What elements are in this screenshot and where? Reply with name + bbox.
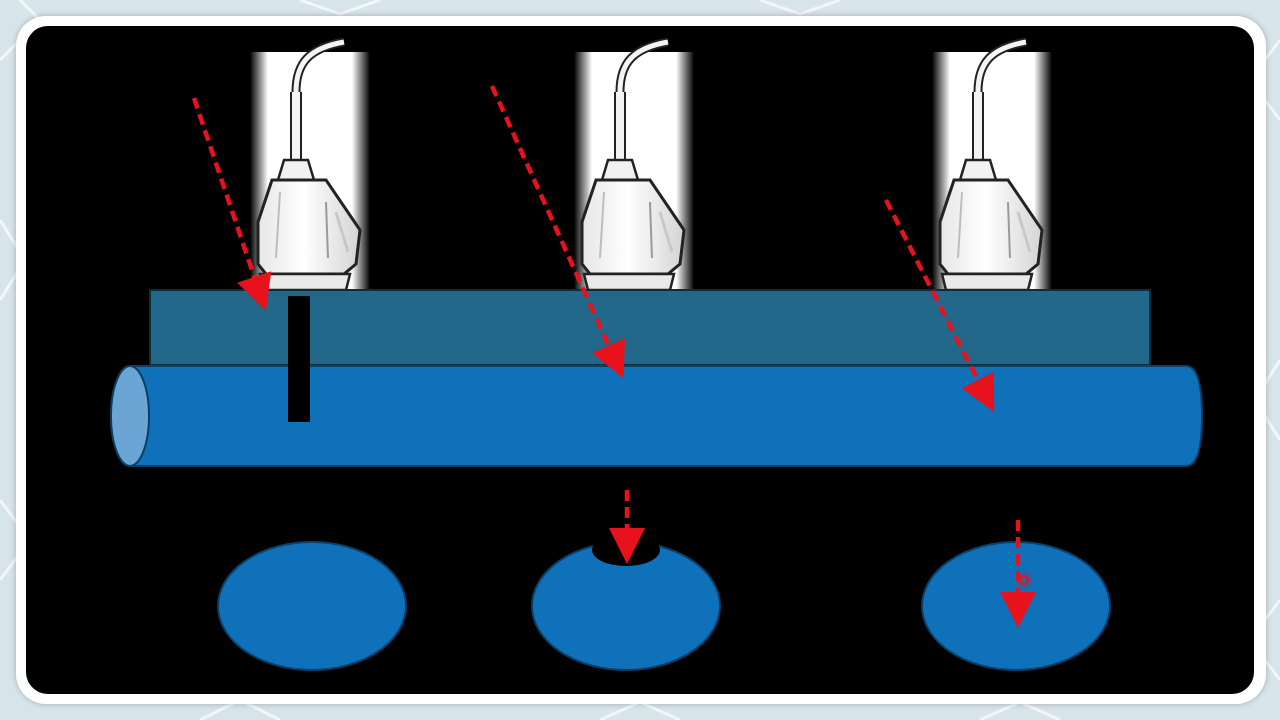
needle-artifact-shadow — [592, 534, 660, 566]
cross-section-2 — [531, 490, 721, 671]
ultrasound-probe-3 — [932, 42, 1052, 292]
diagram-canvas — [26, 26, 1254, 694]
ultrasound-needle-diagram — [110, 26, 1204, 671]
needle-path-arrow-1 — [191, 97, 272, 312]
tissue-layer — [149, 289, 1151, 366]
needle-tip-dot — [1019, 575, 1029, 585]
needle-path-arrow-3 — [883, 198, 995, 413]
cross-section-1 — [217, 541, 407, 671]
needle-path-arrows — [191, 85, 995, 413]
vessel-opening — [110, 365, 150, 467]
cross-section-3 — [921, 520, 1111, 671]
blood-vessel-longitudinal — [110, 365, 1204, 467]
ultrasound-probe-2 — [574, 42, 694, 292]
ultrasound-probe-1 — [250, 42, 370, 292]
needle-shadow-bar — [288, 296, 310, 422]
